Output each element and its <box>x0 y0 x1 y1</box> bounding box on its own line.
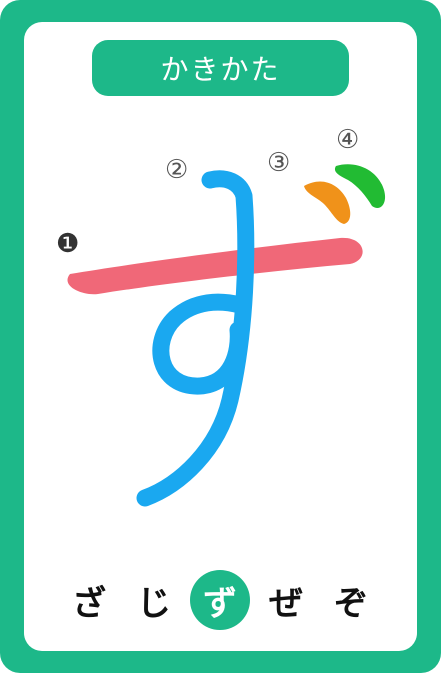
kana-item-ji[interactable]: じ <box>137 583 171 624</box>
stroke-number-4: ④ <box>336 125 359 155</box>
page-title: かきかた <box>92 40 349 96</box>
kana-item-za[interactable]: ざ <box>72 583 106 624</box>
kana-item-zo[interactable]: ぞ <box>334 583 368 624</box>
kana-item-ze[interactable]: ぜ <box>269 583 303 624</box>
stroke-number-1: ❶ <box>56 229 79 259</box>
stroke-1 <box>67 237 363 295</box>
kana-item-zu-current[interactable]: ず <box>190 570 250 630</box>
kana-nav: ざ じ ず ぜ ぞ <box>60 570 380 630</box>
card-inner-panel <box>24 22 417 651</box>
stroke-number-3: ③ <box>267 148 290 178</box>
stroke-2-loop <box>152 293 249 395</box>
stroke-4 <box>334 164 386 209</box>
stroke-2 <box>136 170 255 507</box>
stroke-number-2: ② <box>165 155 188 185</box>
stroke-3 <box>304 181 351 224</box>
